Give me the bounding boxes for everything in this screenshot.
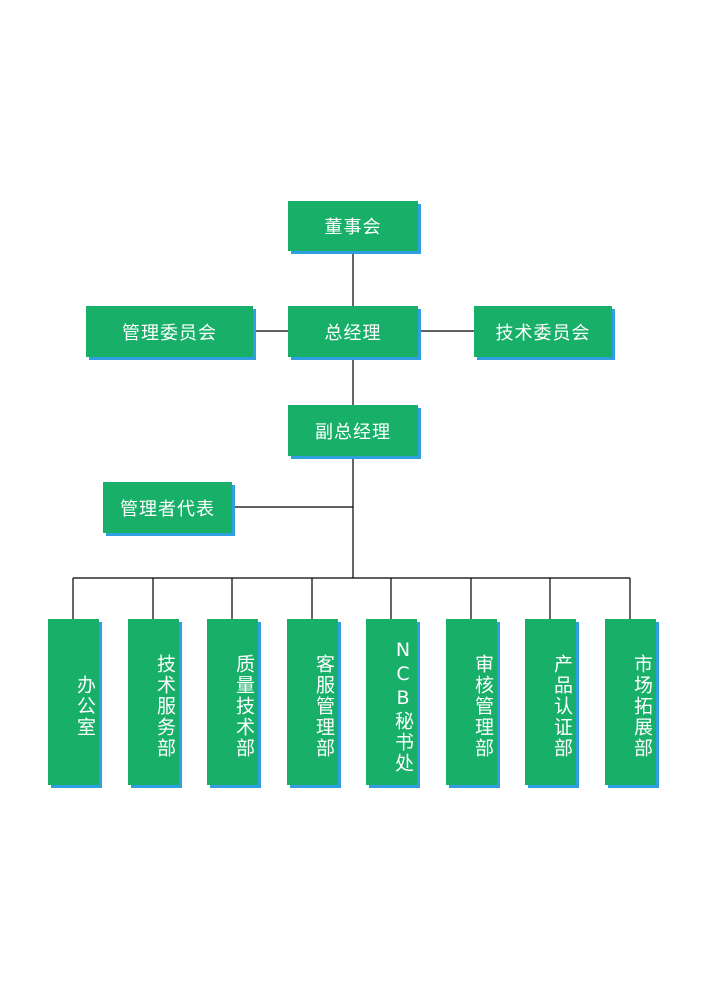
dept-box-audit: 审核管理部 — [446, 619, 497, 785]
board-box: 董事会 — [288, 201, 418, 251]
dept-box-ncb-secretariat: NCB秘书处 — [366, 619, 417, 785]
deputy-gm-box: 副总经理 — [288, 405, 418, 456]
gm-box: 总经理 — [288, 306, 418, 357]
tech-committee-box: 技术委员会 — [474, 306, 612, 357]
dept-box-quality-tech: 质量技术部 — [207, 619, 258, 785]
dept-box-tech-service: 技术服务部 — [128, 619, 179, 785]
dept-box-customer-service: 客服管理部 — [287, 619, 338, 785]
mgmt-rep-box: 管理者代表 — [103, 482, 232, 533]
dept-box-market: 市场拓展部 — [605, 619, 656, 785]
dept-box-office: 办公室 — [48, 619, 99, 785]
mgmt-committee-box: 管理委员会 — [86, 306, 253, 357]
dept-box-product-cert: 产品认证部 — [525, 619, 576, 785]
